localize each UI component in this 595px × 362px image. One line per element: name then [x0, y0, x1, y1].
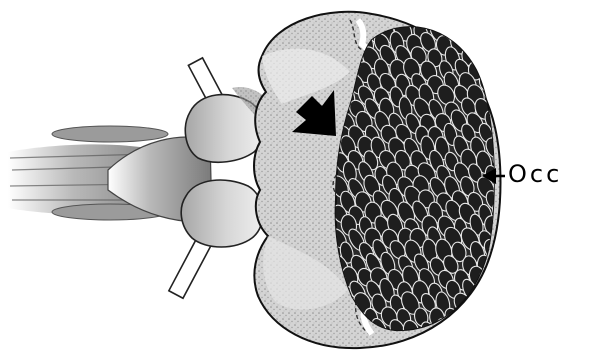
cell	[483, 57, 502, 79]
cell	[466, 319, 486, 342]
occ-label: Occ	[508, 160, 562, 188]
cell	[448, 316, 471, 341]
cell	[484, 268, 503, 292]
cell	[492, 20, 511, 43]
cell	[480, 288, 505, 316]
cell	[478, 309, 493, 329]
cell	[476, 18, 496, 43]
cell	[488, 71, 511, 99]
cell	[491, 95, 511, 117]
cell	[467, 30, 489, 56]
cell	[491, 281, 511, 304]
cell	[472, 44, 493, 68]
cell	[492, 45, 510, 69]
cell	[490, 253, 511, 280]
cell	[484, 318, 503, 342]
cell	[480, 33, 503, 58]
cell	[457, 17, 478, 44]
cell	[459, 304, 476, 327]
cell	[477, 280, 495, 303]
cell	[489, 305, 513, 332]
cell	[468, 295, 485, 316]
